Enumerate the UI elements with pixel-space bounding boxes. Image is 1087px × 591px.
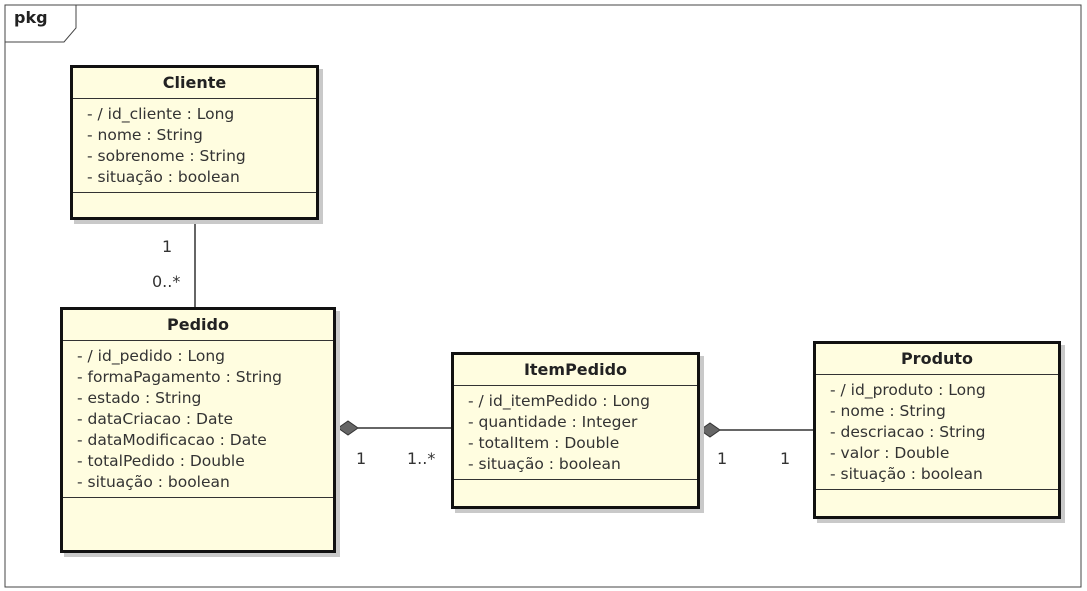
multiplicity-pedido-composite-end: 1 (356, 449, 367, 468)
attribute: - totalPedido : Double (77, 452, 245, 470)
class-name: Pedido (63, 310, 333, 341)
package-frame (4, 4, 1082, 588)
multiplicity-cliente-end: 1 (162, 237, 173, 256)
class-name: Cliente (73, 68, 316, 99)
attribute: - / id_produto : Long (830, 381, 986, 399)
attribute-compartment: - / id_produto : Long - nome : String - … (816, 375, 1058, 490)
package-label: pkg (14, 8, 48, 27)
attribute: - situação : boolean (830, 465, 983, 483)
attribute: - situação : boolean (77, 473, 230, 491)
attribute: - nome : String (830, 402, 946, 420)
package-tab (5, 5, 77, 43)
attribute: - descriacao : String (830, 423, 986, 441)
attribute: - quantidade : Integer (468, 413, 638, 431)
attribute: - formaPagamento : String (77, 368, 282, 386)
multiplicity-itempedido-composite-end: 1 (717, 449, 728, 468)
attribute: - totalItem : Double (468, 434, 620, 452)
class-cliente[interactable]: Cliente - / id_cliente : Long - nome : S… (70, 65, 319, 220)
class-itempedido[interactable]: ItemPedido - / id_itemPedido : Long - qu… (451, 352, 700, 509)
class-name: ItemPedido (454, 355, 697, 386)
class-produto[interactable]: Produto - / id_produto : Long - nome : S… (813, 341, 1061, 519)
attribute-compartment: - / id_cliente : Long - nome : String - … (73, 99, 316, 193)
attribute: - situação : boolean (468, 455, 621, 473)
attribute: - / id_itemPedido : Long (468, 392, 650, 410)
attribute: - situação : boolean (87, 168, 240, 186)
multiplicity-itempedido-part-end: 1..* (407, 449, 436, 468)
attribute: - estado : String (77, 389, 202, 407)
class-name: Produto (816, 344, 1058, 375)
attribute: - dataModificacao : Date (77, 431, 267, 449)
composition-diamond-pedido (337, 420, 359, 436)
composition-diamond-itempedido (699, 422, 721, 438)
multiplicity-pedido-end: 0..* (152, 272, 181, 291)
attribute: - valor : Double (830, 444, 950, 462)
attribute: - dataCriacao : Date (77, 410, 234, 428)
class-pedido[interactable]: Pedido - / id_pedido : Long - formaPagam… (60, 307, 336, 553)
attribute-compartment: - / id_itemPedido : Long - quantidade : … (454, 386, 697, 480)
attribute: - sobrenome : String (87, 147, 246, 165)
attribute: - / id_pedido : Long (77, 347, 225, 365)
attribute: - / id_cliente : Long (87, 105, 235, 123)
attribute: - nome : String (87, 126, 203, 144)
multiplicity-produto-part-end: 1 (780, 449, 791, 468)
attribute-compartment: - / id_pedido : Long - formaPagamento : … (63, 341, 333, 498)
